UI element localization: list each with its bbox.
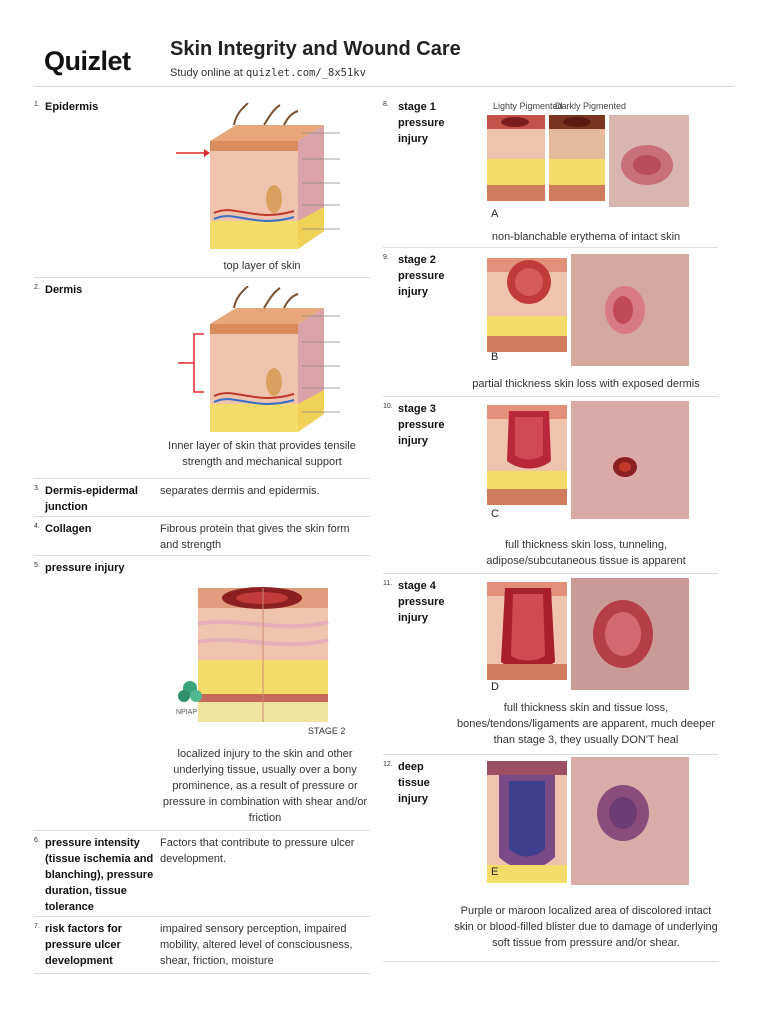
stage2-illustration: B xyxy=(487,254,689,366)
lightly-pigmented-label: Lighty Pigmented xyxy=(493,101,563,111)
card-number: 2. xyxy=(34,284,40,291)
card-number: 11. xyxy=(383,580,393,587)
card-number: 12. xyxy=(383,761,393,768)
card-definition: Factors that contribute to pressure ulce… xyxy=(160,837,355,865)
study-url-link[interactable]: quizlet.com/_8x51kv xyxy=(245,67,366,79)
card-number: 1. xyxy=(34,101,40,108)
card-number: 8. xyxy=(383,101,389,108)
image-letter-e: E xyxy=(491,866,498,878)
card-term: Dermis-epidermal junction xyxy=(45,485,138,513)
card-definition: partial thickness skin loss with exposed… xyxy=(472,378,700,390)
image-letter-b: B xyxy=(491,351,498,363)
stage3-illustration: C xyxy=(487,401,689,520)
card-term: stage 2 pressure injury xyxy=(398,254,445,298)
card-number: 4. xyxy=(34,523,40,530)
card-definition: separates dermis and epidermis. xyxy=(160,485,320,497)
card-number: 9. xyxy=(383,254,389,261)
card-term: stage 3 pressure injury xyxy=(398,403,445,447)
card-number: 3. xyxy=(34,485,40,492)
flashcard-stage-2: 9. stage 2 pressure injury B partial thi… xyxy=(383,248,718,397)
card-definition: top layer of skin xyxy=(223,260,301,272)
flashcard-collagen: 4. Collagen Fibrous protein that gives t… xyxy=(34,517,370,556)
flashcard-deep-tissue-injury: 12. deep tissue injury E Purple or maroo… xyxy=(383,755,718,962)
card-term: stage 1 pressure injury xyxy=(398,101,445,145)
page-header: Quizlet Skin Integrity and Wound Care St… xyxy=(34,34,734,87)
card-definition: localized injury to the skin and other u… xyxy=(162,748,368,824)
flashcard-dermis-epidermal-junction: 3. Dermis-epidermal junction separates d… xyxy=(34,479,370,517)
flashcard-stage-1: 8. stage 1 pressure injury Lighty Pigmen… xyxy=(383,95,718,248)
card-definition: Inner layer of skin that provides tensil… xyxy=(168,440,356,468)
card-term: Epidermis xyxy=(45,101,99,113)
stage1-illustration: Lighty Pigmented Darkly Pigmented A xyxy=(487,101,689,220)
flashcard-pressure-injury: 5. pressure injury NPIAP STAGE 2 localiz… xyxy=(34,556,370,831)
card-definition: Purple or maroon localized area of disco… xyxy=(454,905,718,949)
card-definition: Fibrous protein that gives the skin form… xyxy=(160,523,350,551)
npiap-logo-text: NPIAP xyxy=(176,709,197,716)
card-number: 10. xyxy=(383,403,393,410)
stage-2-label: STAGE 2 xyxy=(308,726,345,736)
card-term: pressure injury xyxy=(45,562,125,574)
card-definition: impaired sensory perception, impaired mo… xyxy=(160,923,353,967)
card-definition: full thickness skin and tissue loss, bon… xyxy=(456,702,716,746)
stage2-wound-illustration: NPIAP STAGE 2 xyxy=(176,587,345,736)
quizlet-logo: Quizlet xyxy=(44,46,131,76)
card-term: Collagen xyxy=(45,523,92,535)
card-term: risk factors for pressure ulcer developm… xyxy=(45,923,123,967)
flashcard-epidermis: 1. Epidermis top layer of skin xyxy=(34,95,370,278)
image-letter-a: A xyxy=(491,208,499,220)
card-term: deep tissue injury xyxy=(398,761,430,805)
card-definition: non-blanchable erythema of intact skin xyxy=(491,231,681,243)
image-letter-c: C xyxy=(491,508,499,520)
card-term: Dermis xyxy=(45,284,83,296)
flashcard-dermis: 2. Dermis Inner layer of skin that provi… xyxy=(34,278,370,479)
image-letter-d: D xyxy=(491,681,499,693)
stage4-illustration: D xyxy=(487,578,689,693)
card-number: 6. xyxy=(34,837,40,844)
flashcard-risk-factors: 7. risk factors for pressure ulcer devel… xyxy=(34,917,370,974)
card-number: 7. xyxy=(34,923,40,930)
deep-tissue-illustration: E xyxy=(487,757,689,885)
card-term: stage 4 pressure injury xyxy=(398,580,445,624)
card-number: 5. xyxy=(34,562,40,569)
skin-layers-diagram-dermis xyxy=(178,286,340,432)
skin-layers-diagram-epidermis xyxy=(176,103,340,249)
flashcard-stage-3: 10. stage 3 pressure injury C full thick… xyxy=(383,397,718,574)
left-column: 1. Epidermis top layer of skin 2. xyxy=(34,95,370,974)
card-term: pressure intensity (tissue ischemia and … xyxy=(45,837,154,913)
page-title: Skin Integrity and Wound Care xyxy=(170,38,461,60)
flashcard-pressure-factors: 6. pressure intensity (tissue ischemia a… xyxy=(34,831,370,917)
card-definition: full thickness skin loss, tunneling, adi… xyxy=(486,539,686,567)
study-online-line: Study online at quizlet.com/_8x51kv xyxy=(170,67,366,79)
darkly-pigmented-label: Darkly Pigmented xyxy=(555,101,626,111)
right-column: 8. stage 1 pressure injury Lighty Pigmen… xyxy=(383,95,718,962)
flashcard-stage-4: 11. stage 4 pressure injury D full thick… xyxy=(383,574,718,755)
study-prefix: Study online at xyxy=(170,67,243,79)
